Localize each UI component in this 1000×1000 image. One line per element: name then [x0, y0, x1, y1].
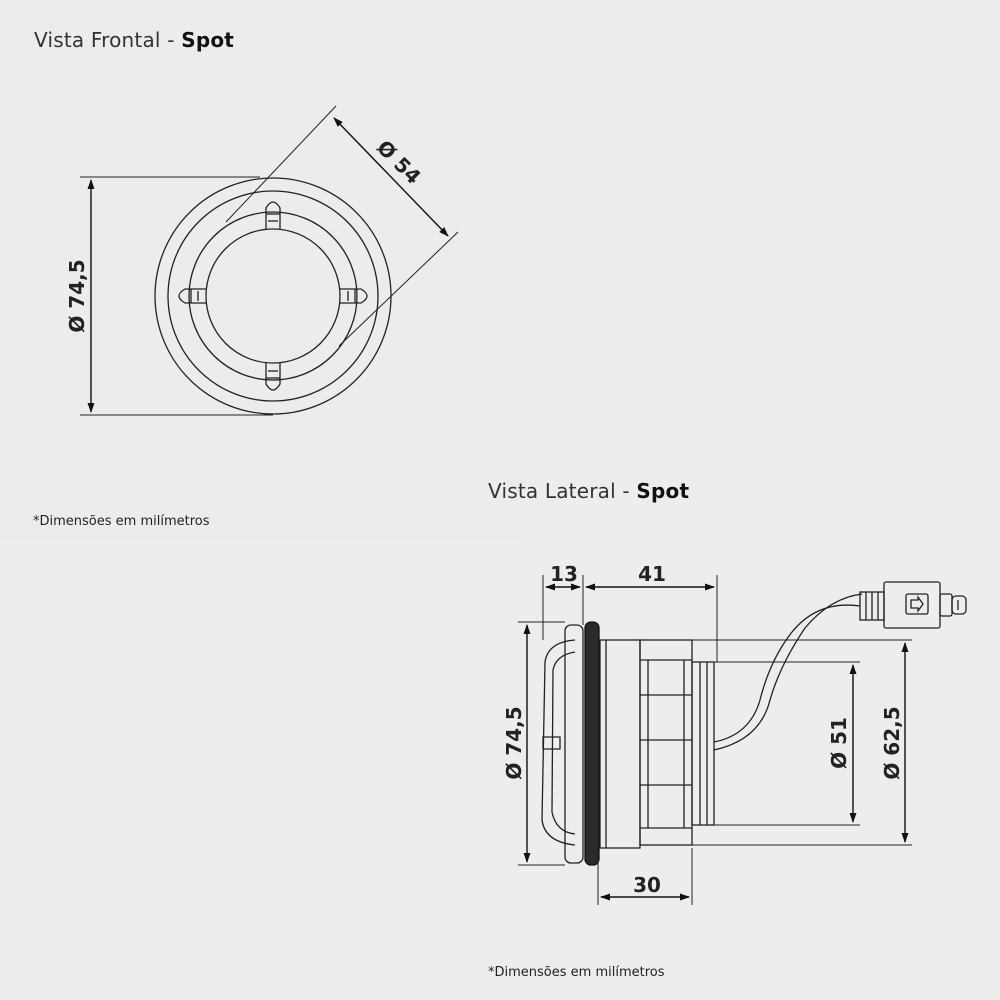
side-flange-dimension-label: 13 — [550, 562, 578, 586]
side-view-title-prefix: Vista Lateral - — [488, 479, 630, 503]
front-view-title-prefix: Vista Frontal - — [34, 28, 175, 52]
side-connector-body — [883, 581, 941, 629]
front-view-drawing — [80, 105, 459, 416]
side-view-title: Vista Lateral - Spot — [488, 479, 689, 503]
side-body-diameter-label: Ø 62,5 — [880, 706, 904, 779]
side-thread-diameter-label: Ø 51 — [827, 717, 851, 769]
front-clip-left — [178, 288, 206, 304]
side-cable — [713, 593, 863, 751]
side-view-title-strong: Spot — [636, 479, 690, 503]
front-inner-diameter-dimension-line — [333, 117, 449, 237]
front-outer-diameter-label: Ø 74,5 — [65, 259, 89, 332]
side-thread — [691, 661, 715, 826]
side-gasket — [584, 621, 600, 866]
side-connector-plug — [939, 593, 953, 617]
side-body-dimension-label: 41 — [638, 562, 666, 586]
front-view-title: Vista Frontal - Spot — [34, 28, 234, 52]
side-front-flange — [564, 624, 584, 864]
side-outer-diameter-label: Ø 74,5 — [502, 706, 526, 779]
front-clip-right — [340, 288, 368, 304]
side-view-drawing — [518, 575, 967, 905]
front-flange-ring — [167, 190, 379, 402]
front-inner-diameter-label: Ø 54 — [372, 135, 426, 189]
units-note-top: *Dimensões em milímetros — [33, 514, 210, 529]
front-clip-bottom — [265, 363, 281, 391]
units-note-bottom: *Dimensões em milímetros — [488, 965, 665, 980]
side-lens-dome — [541, 639, 576, 846]
front-view-title-strong: Spot — [181, 28, 235, 52]
front-lens-ring — [205, 228, 341, 364]
side-base-dimension-label: 30 — [633, 873, 661, 897]
front-retainer-ring — [188, 211, 358, 381]
front-clip-top — [265, 201, 281, 229]
